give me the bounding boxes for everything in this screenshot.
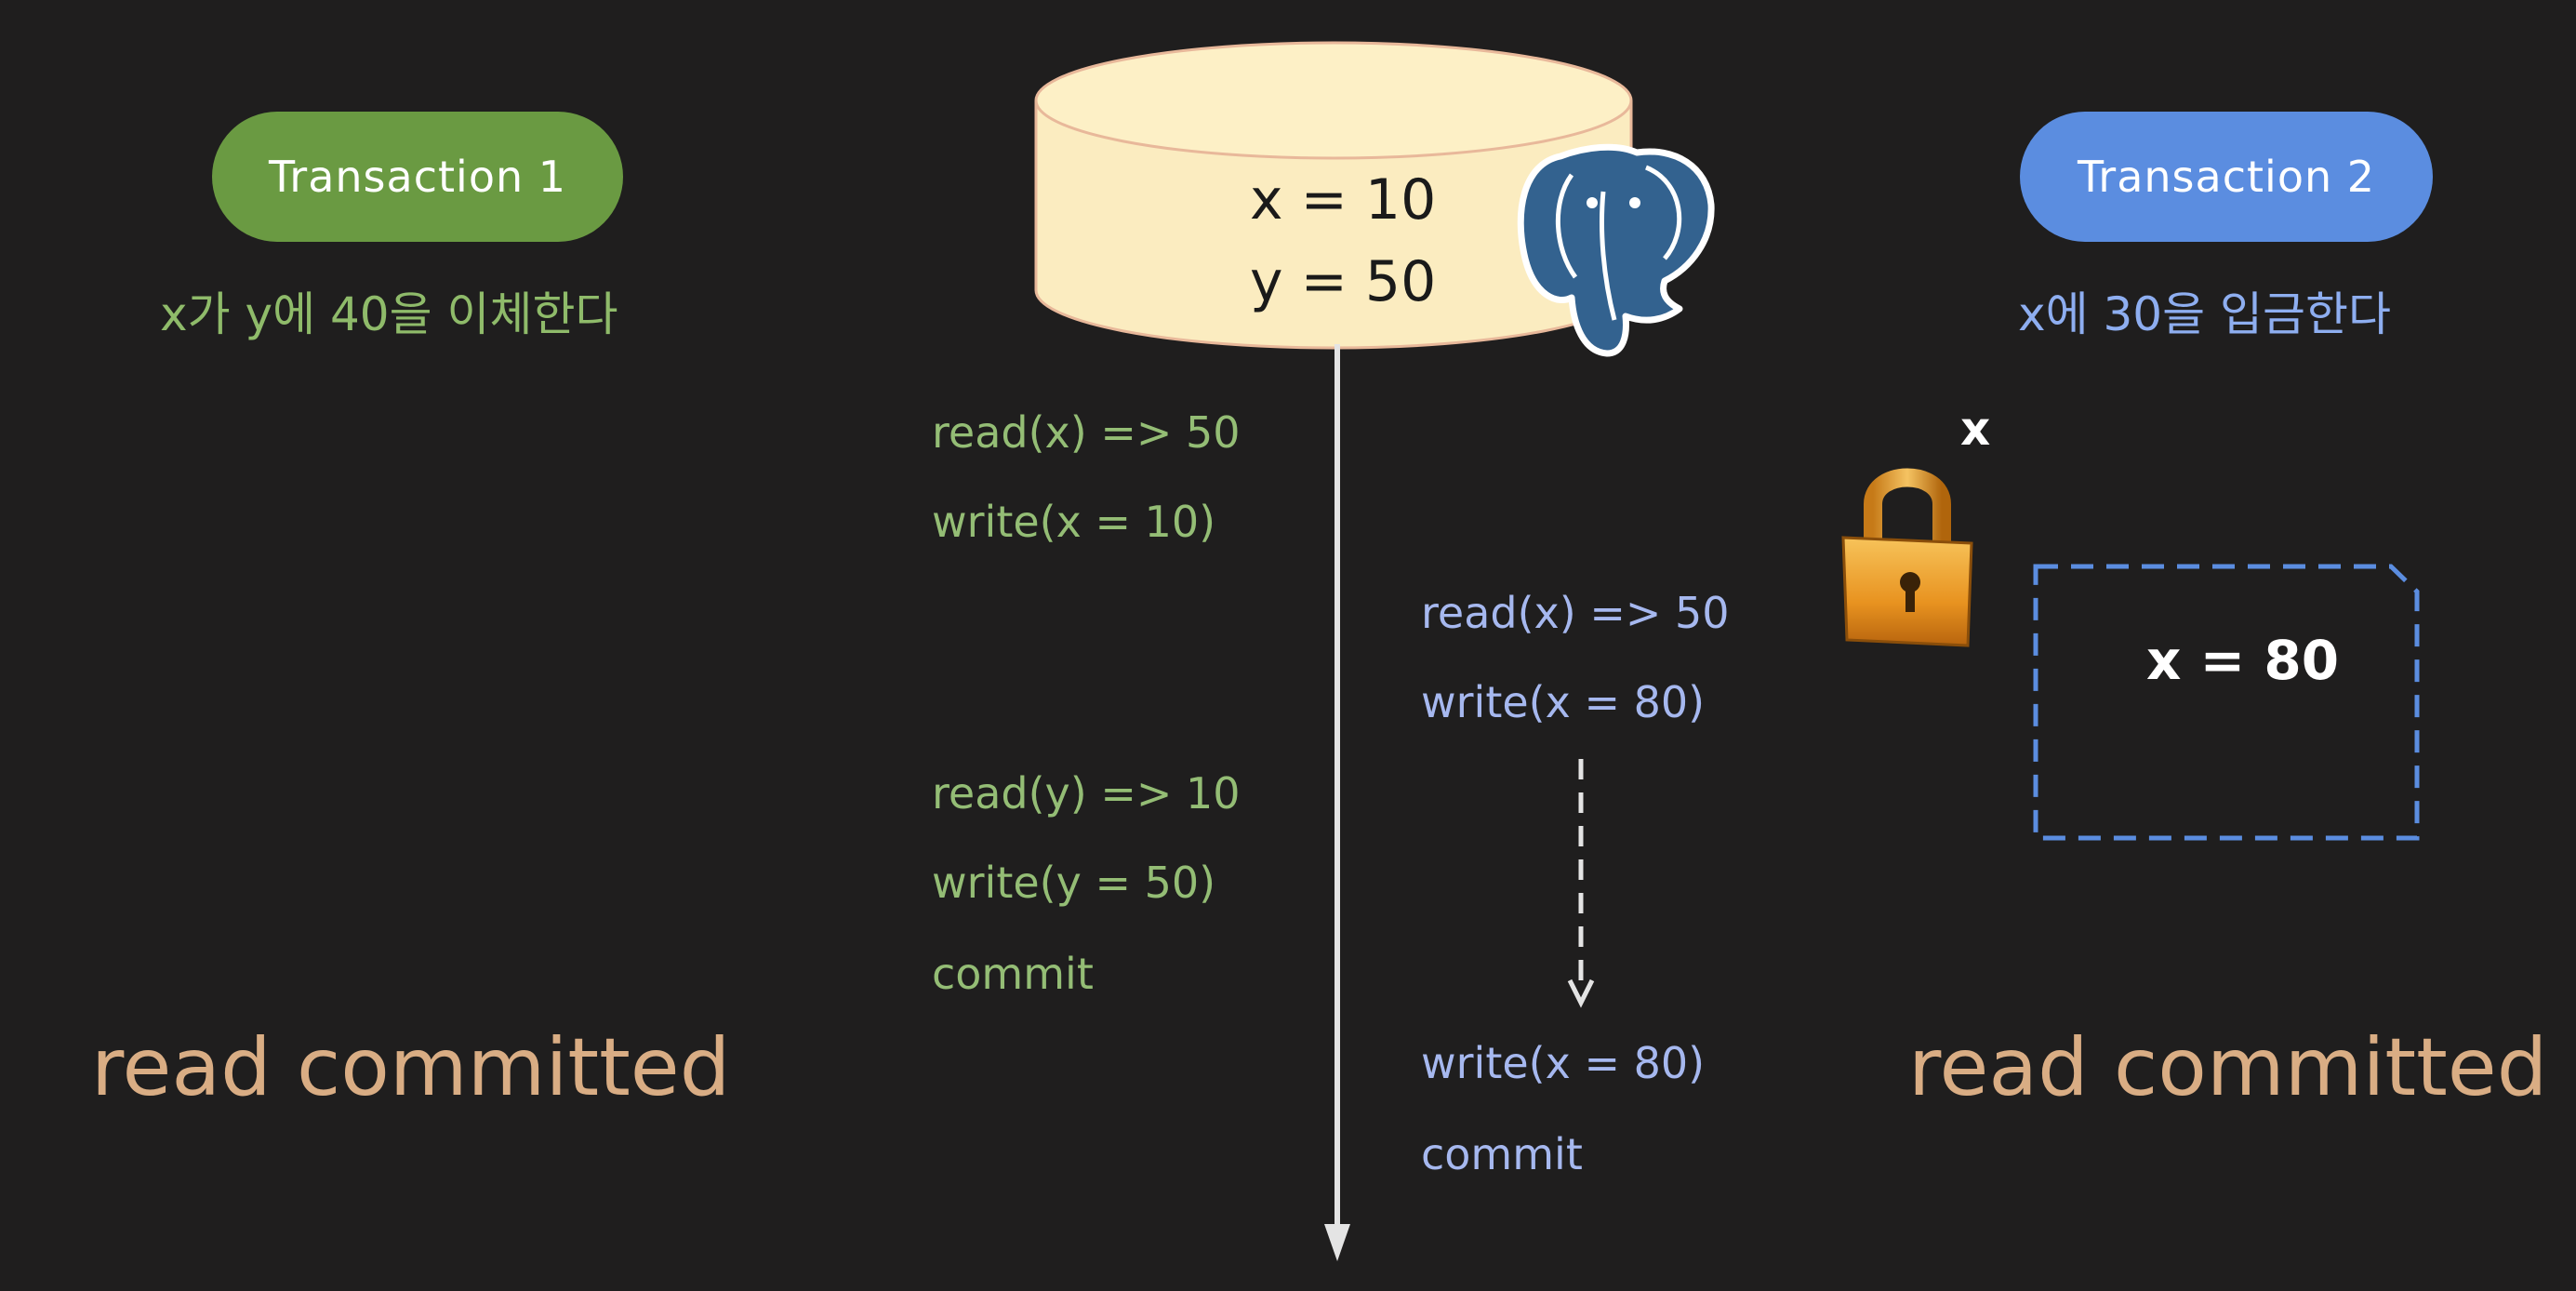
transaction-1-isolation-level: read committed: [91, 1021, 731, 1114]
t2-operation-write-x: write(x = 80): [1421, 677, 1706, 727]
locked-variable-label: x: [1960, 402, 1991, 456]
transaction-1-badge: Transaction 1: [212, 112, 623, 242]
transaction-2-isolation-level: read committed: [1908, 1021, 2548, 1114]
t1-operation-read-x: read(x) => 50: [932, 407, 1241, 458]
database-value-y: y = 50: [1250, 249, 1437, 314]
wait-dashed-arrow: [1567, 759, 1595, 1008]
t2-operation-read-x: read(x) => 50: [1421, 588, 1730, 638]
timeline-arrow: [1324, 344, 1350, 1261]
t1-operation-commit: commit: [932, 949, 1094, 999]
database-cylinder: [1034, 41, 1633, 350]
pending-write-value: x = 80: [2146, 629, 2340, 692]
t1-operation-write-x: write(x = 10): [932, 497, 1216, 547]
t1-operation-read-y: read(y) => 10: [932, 768, 1241, 819]
transaction-2-badge: Transaction 2: [2020, 112, 2433, 242]
t2-operation-write-x-retry: write(x = 80): [1421, 1038, 1706, 1088]
database-value-x: x = 10: [1250, 167, 1437, 233]
transaction-1-description: x가 y에 40을 이체한다: [160, 287, 618, 341]
t1-operation-write-y: write(y = 50): [932, 858, 1216, 908]
postgresql-elephant-icon: [1517, 143, 1715, 357]
transaction-2-description: x에 30을 입금한다: [2018, 287, 2391, 341]
t2-operation-commit: commit: [1421, 1129, 1583, 1179]
pending-write-box: [2033, 564, 2420, 841]
padlock-icon: [1841, 468, 1973, 647]
